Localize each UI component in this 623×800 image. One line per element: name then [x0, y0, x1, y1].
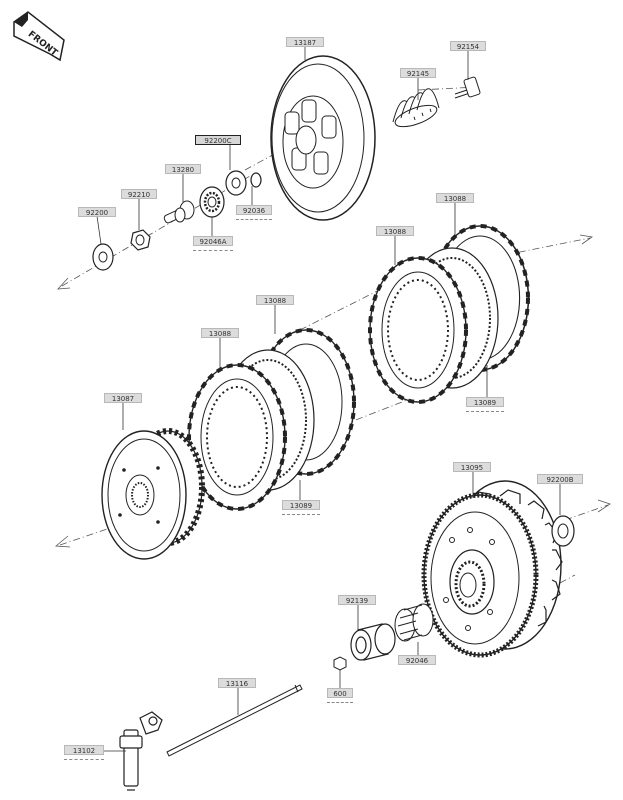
washer-92200: [92, 243, 114, 271]
pressure-plate-13187: [270, 55, 376, 221]
clutch-housing-13095: [421, 480, 563, 658]
callout-13095: 13095: [453, 462, 491, 472]
callout-92210: 92210: [121, 189, 157, 199]
callout-92139: 92139: [338, 595, 376, 605]
callout-13087: 13087: [104, 393, 142, 403]
callout-92145: 92145: [400, 68, 436, 78]
clutch-hub-13087: [101, 428, 205, 560]
callout-13088-upper: 13088: [256, 295, 294, 305]
callout-92046: 92046: [398, 655, 436, 665]
callout-13088-mid: 13088: [376, 226, 414, 236]
callout-92154: 92154: [450, 41, 486, 51]
callout-13089-left-underline: [282, 514, 320, 515]
callout-13102-underline: [64, 759, 104, 760]
callout-600-underline: [327, 702, 353, 703]
callout-13089-right: 13089: [466, 397, 504, 407]
callout-92200: 92200: [78, 207, 116, 217]
ball-600: [333, 656, 347, 671]
callout-600: 600: [327, 688, 353, 698]
washer-92200b: [551, 515, 575, 547]
front-arrow-icon: FRONT: [13, 11, 65, 62]
callout-13280: 13280: [165, 164, 201, 174]
callout-92046a: 92046A: [193, 236, 233, 246]
callout-92200b: 92200B: [537, 474, 583, 484]
washer-92200c: [225, 170, 247, 196]
leader-lines: [96, 47, 561, 752]
needle-bearing-92046: [394, 603, 434, 642]
callout-13187: 13187: [286, 37, 324, 47]
bolt-92154: [454, 76, 481, 99]
pusher-13280: [163, 200, 195, 224]
callout-13116: 13116: [218, 678, 256, 688]
circlip-92036: [250, 172, 262, 188]
callout-13088-left: 13088: [201, 328, 239, 338]
nut-92210: [130, 229, 151, 251]
spring-92145: [392, 88, 440, 128]
callout-92036-underline: [236, 219, 272, 220]
push-rod-13116: [166, 684, 303, 757]
friction-plate-13088-left: [187, 363, 287, 511]
collar-92139: [350, 623, 396, 661]
callout-13089-right-underline: [466, 411, 504, 412]
callout-13089-left: 13089: [282, 500, 320, 510]
bearing-92046a: [199, 186, 225, 218]
callout-13102: 13102: [64, 745, 104, 755]
callout-92046a-underline: [193, 250, 233, 251]
callout-13088-top: 13088: [436, 193, 474, 203]
release-shaft-13102: [119, 711, 163, 791]
axis-arrowheads: [54, 234, 611, 548]
callout-92200c: 92200C: [195, 135, 241, 145]
friction-plate-13088-mid: [368, 256, 468, 404]
callout-92036: 92036: [236, 205, 272, 215]
